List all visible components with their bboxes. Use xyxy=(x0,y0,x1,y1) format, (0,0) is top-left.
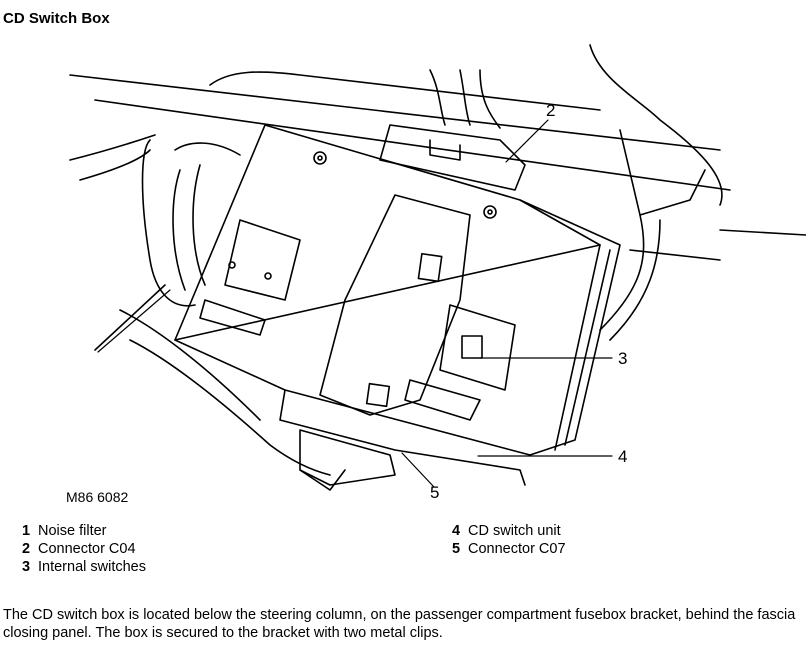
legend-item: 1 Noise filter xyxy=(22,522,146,540)
legend-number: 3 xyxy=(22,559,31,575)
legend-number: 4 xyxy=(452,523,461,539)
legend-label: CD switch unit xyxy=(468,523,561,539)
legend-number: 2 xyxy=(22,541,31,557)
legend-label: Internal switches xyxy=(38,559,146,575)
switch-box-drawing xyxy=(174,124,621,491)
callout-5: 5 xyxy=(430,483,440,502)
wiring-harness-drawing xyxy=(429,44,723,341)
steering-column-drawing xyxy=(69,71,806,261)
description-paragraph: The CD switch box is located below the s… xyxy=(3,607,796,641)
legend-number: 5 xyxy=(452,541,461,557)
legend-right: 4 CD switch unit 5 Connector C07 xyxy=(452,522,566,558)
legend-item: 2 Connector C04 xyxy=(22,540,146,558)
callout-3: 3 xyxy=(618,349,628,368)
legend-item: 4 CD switch unit xyxy=(452,522,566,540)
figure-code: M86 6082 xyxy=(66,489,129,505)
callout-2: 2 xyxy=(546,101,556,120)
legend-number: 1 xyxy=(22,523,31,539)
legend-item: 3 Internal switches xyxy=(22,558,146,576)
legend-label: Connector C04 xyxy=(38,541,136,557)
legend-item: 5 Connector C07 xyxy=(452,540,566,558)
legend-label: Connector C07 xyxy=(468,541,566,557)
callout-leader-lines xyxy=(97,119,613,488)
noise-filter-drawing xyxy=(69,134,331,476)
legend-left: 1 Noise filter 2 Connector C04 3 Internal s… xyxy=(22,522,146,576)
callout-4: 4 xyxy=(618,447,628,466)
legend-label: Noise filter xyxy=(38,523,107,539)
cd-switch-box-illustration xyxy=(69,44,806,491)
page-title: CD Switch Box xyxy=(3,10,110,27)
